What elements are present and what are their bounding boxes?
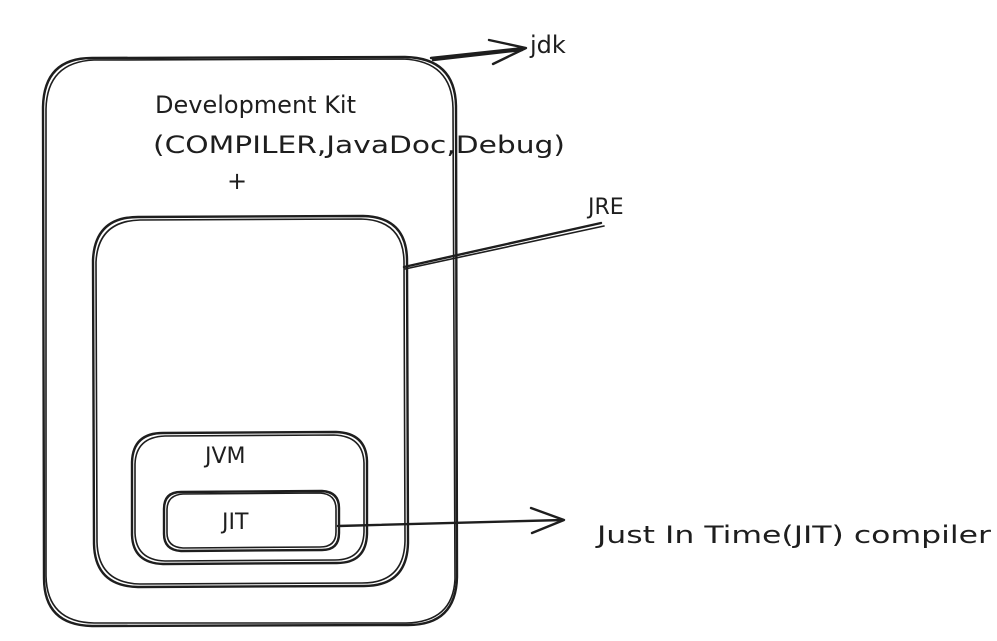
jvm-label: JVM xyxy=(203,444,246,469)
jre-label: JRE xyxy=(586,195,624,220)
jvm-box xyxy=(130,430,369,566)
jdk-label: jdk xyxy=(529,31,566,59)
jdk-box xyxy=(41,55,459,628)
jre-connector-line xyxy=(402,221,605,270)
dev-kit-title: Development Kit xyxy=(155,91,356,119)
jre-box xyxy=(91,214,410,589)
plus-sign: + xyxy=(227,167,247,195)
jit-box xyxy=(162,489,341,553)
jdk-arrow xyxy=(429,38,528,66)
dev-kit-tools: (COMPILER,JavaDoc,Debug) xyxy=(153,131,565,159)
jit-description: Just In Time(JIT) compiler xyxy=(594,521,991,549)
jit-label: JIT xyxy=(220,510,249,535)
jit-arrow xyxy=(336,506,566,535)
